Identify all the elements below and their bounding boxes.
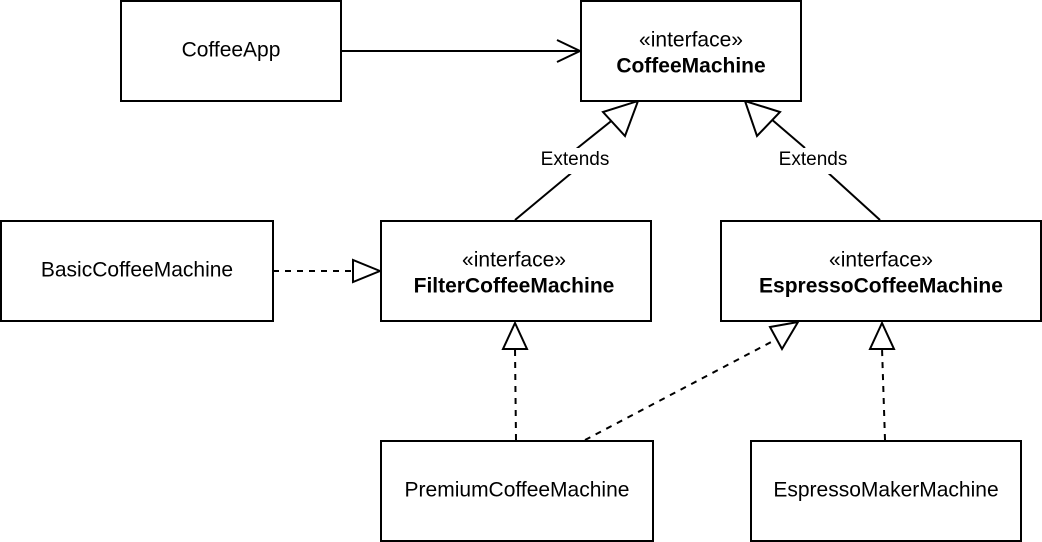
realization-arrowhead (352, 258, 383, 284)
interface-espresso-coffee-machine[interactable]: «interface» EspressoCoffeeMachine (720, 220, 1042, 322)
class-name: CoffeeApp (182, 39, 281, 62)
interface-name: CoffeeMachine (616, 55, 765, 78)
interface-stereotype: «interface» (462, 249, 566, 272)
edge-espressomaker-implements-espresso (868, 320, 896, 441)
class-coffee-app[interactable]: CoffeeApp (120, 0, 342, 102)
class-name: BasicCoffeeMachine (41, 259, 233, 282)
edge-coffeeapp-to-coffeemachine (341, 39, 583, 63)
edge-basic-implements-filter (273, 258, 383, 284)
edge-espresso-extends-coffeemachine: Extends (743, 99, 881, 221)
extends-label-espresso: Extends (779, 149, 848, 170)
realization-arrowhead (501, 320, 529, 350)
class-espresso-maker-machine[interactable]: EspressoMakerMachine (750, 440, 1022, 542)
class-name: EspressoMakerMachine (773, 479, 998, 502)
generalization-arrowhead (743, 99, 782, 138)
edge-premium-implements-espresso (584, 320, 800, 441)
realization-arrowhead (868, 320, 896, 350)
interface-name: FilterCoffeeMachine (414, 275, 615, 298)
interface-stereotype: «interface» (639, 29, 743, 52)
class-basic-coffee-machine[interactable]: BasicCoffeeMachine (0, 220, 274, 322)
class-premium-coffee-machine[interactable]: PremiumCoffeeMachine (380, 440, 654, 542)
generalization-arrowhead (601, 99, 640, 138)
extends-label-filter: Extends (541, 149, 610, 170)
edge-premium-implements-filter (501, 320, 529, 441)
interface-coffee-machine[interactable]: «interface» CoffeeMachine (580, 0, 802, 102)
edge-filter-extends-coffeemachine: Extends (514, 99, 640, 221)
interface-stereotype: «interface» (829, 249, 933, 272)
realization-arrowhead (768, 320, 800, 352)
class-name: PremiumCoffeeMachine (405, 479, 630, 502)
interface-filter-coffee-machine[interactable]: «interface» FilterCoffeeMachine (380, 220, 652, 322)
interface-name: EspressoCoffeeMachine (759, 275, 1003, 298)
